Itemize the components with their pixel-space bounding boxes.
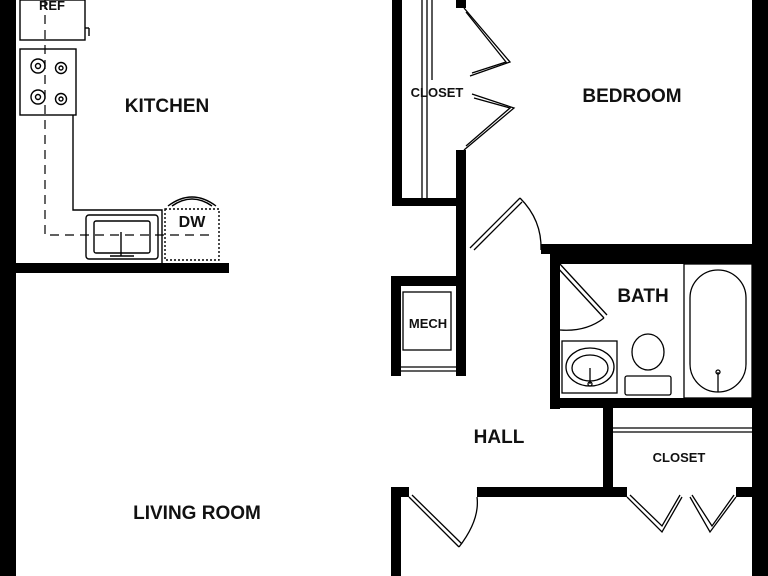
hall-lower-door (408, 494, 479, 548)
bathroom-sink (561, 340, 618, 394)
wall-kitchen-living (16, 263, 229, 273)
bathtub (683, 263, 753, 399)
wall-left-exterior (0, 0, 16, 576)
wall-bath-top (550, 254, 752, 264)
wall-mech-right (456, 276, 466, 376)
wall-mech-top (391, 276, 465, 286)
wall-lower-vertical (391, 487, 401, 576)
wall-bath-bottom (550, 398, 752, 408)
bath-fixtures (555, 262, 753, 399)
room-label-kitchen: KITCHEN (125, 96, 209, 117)
hall-closet-fixtures (613, 427, 752, 534)
refrigerator (19, 0, 86, 41)
dishwasher-label: DW (179, 214, 207, 231)
room-label-bedroom: BEDROOM (582, 86, 681, 107)
wall-hall-closet-bottom (603, 487, 627, 497)
wall-hall-closet-left (603, 398, 613, 496)
bedroom-door (469, 197, 542, 251)
stove (19, 48, 77, 116)
wall-hall-bottom (477, 487, 605, 497)
refrigerator-label: REF (39, 0, 65, 13)
wall-bedroom-bath (541, 244, 768, 254)
room-label-closet-hall: CLOSET (653, 450, 706, 465)
room-label-closet-bedroom: CLOSET (411, 85, 464, 100)
room-label-bath: BATH (617, 286, 668, 307)
dishwasher (164, 208, 220, 261)
wall-mech-left (391, 276, 401, 376)
kitchen-fixtures (19, 0, 220, 263)
wall-bath-left (550, 254, 560, 409)
room-label-mech: MECH (409, 316, 447, 331)
upper-cabinet-line (44, 0, 215, 236)
bedroom-closet-fixtures (421, 0, 516, 198)
room-label-hall: HALL (474, 427, 525, 448)
mech-fixtures (401, 291, 456, 372)
wall-closet-left (392, 0, 402, 206)
kitchen-sink (85, 214, 159, 260)
wall-closet-bottom (392, 198, 464, 206)
wall-top-stub (456, 0, 466, 8)
wall-hall-closet-bottom-r (736, 487, 752, 497)
room-label-living-room: LIVING ROOM (133, 503, 261, 524)
wall-right-exterior (752, 0, 768, 576)
toilet (631, 333, 665, 371)
wall-bedroom-left (456, 150, 466, 276)
